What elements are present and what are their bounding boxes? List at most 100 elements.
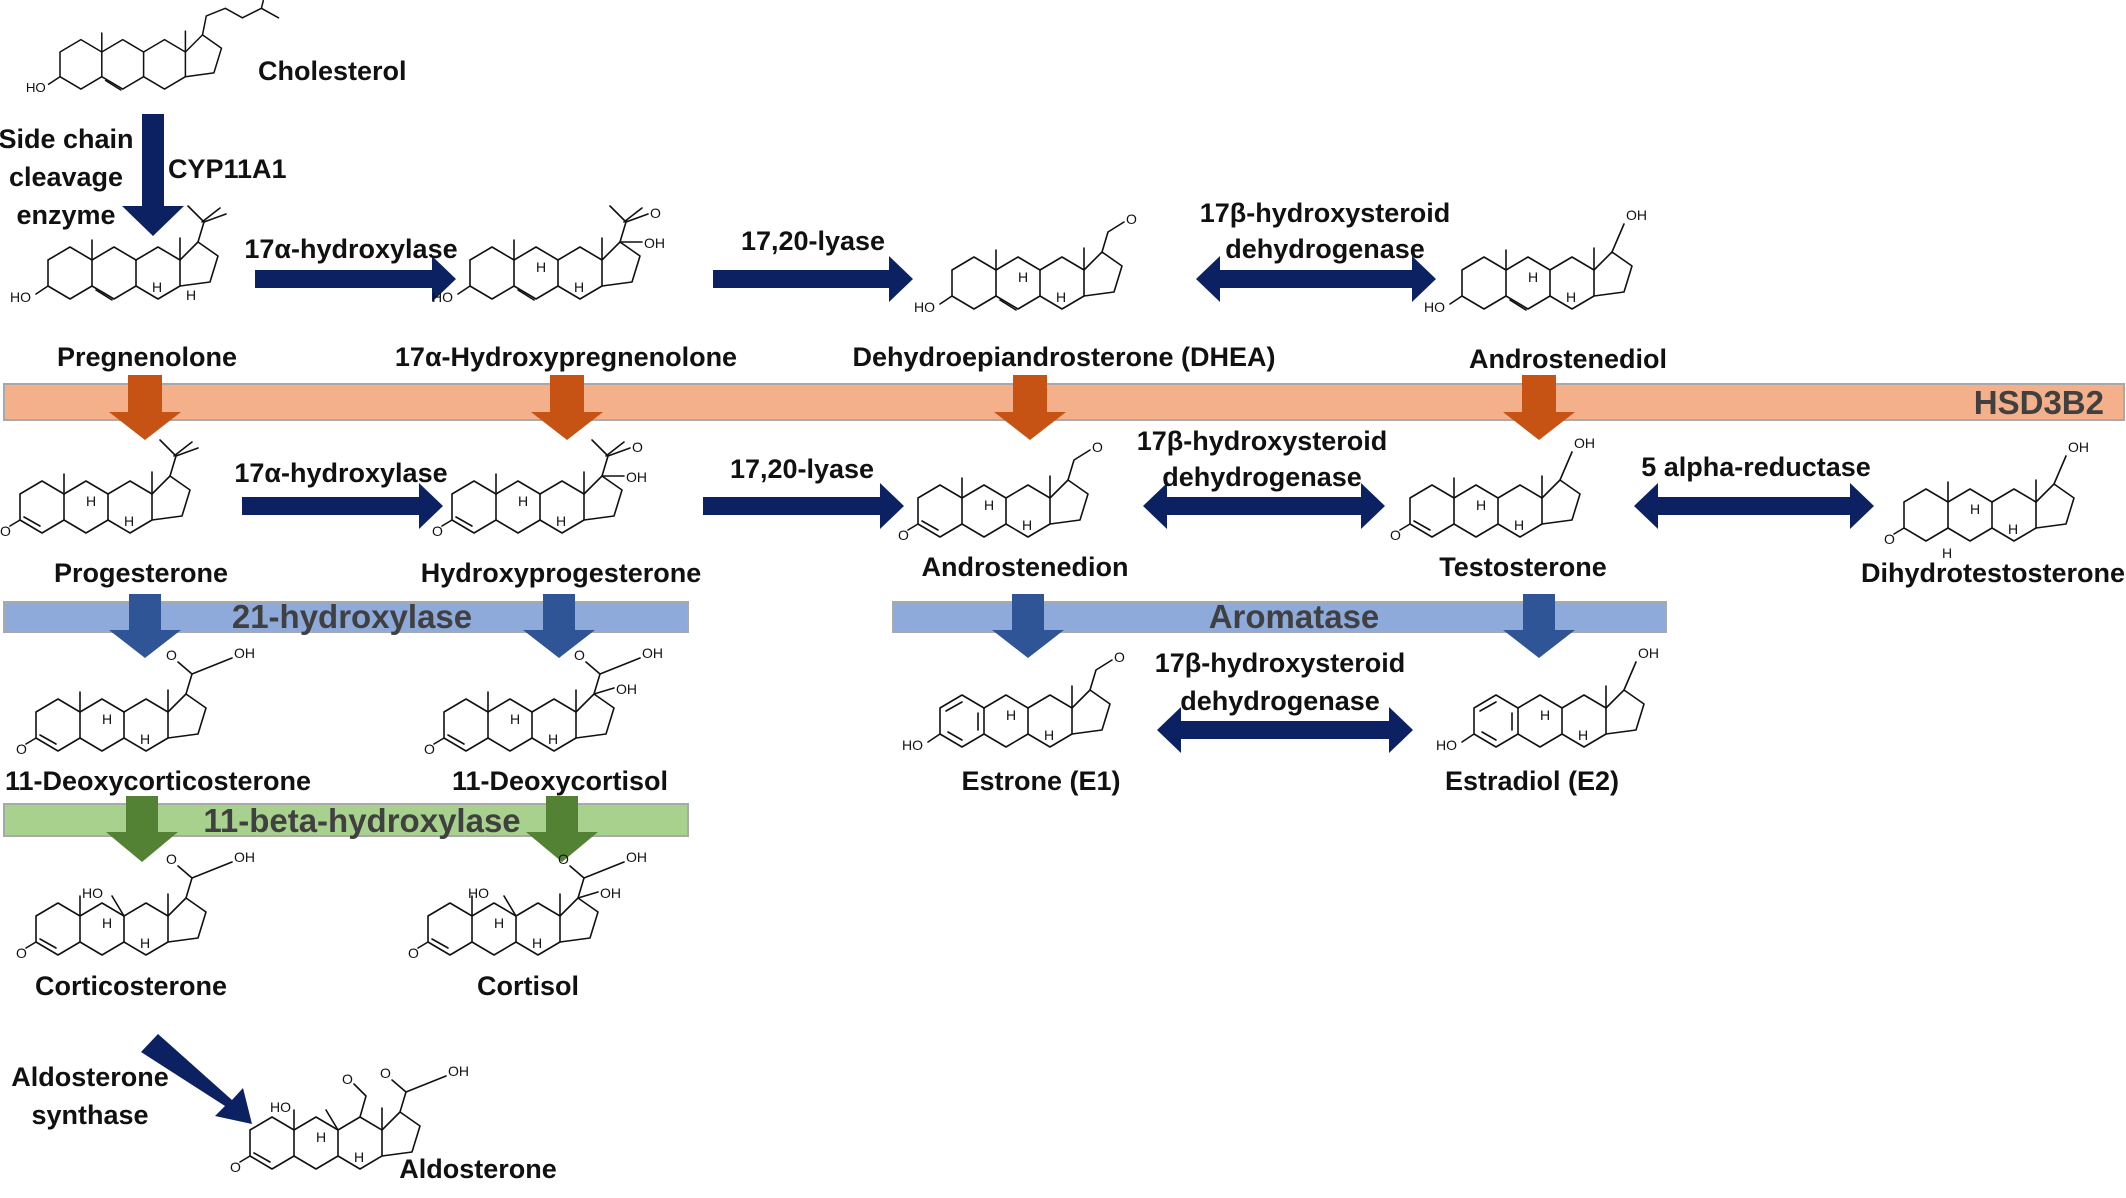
down-arrow-deoxycorticosterone: [106, 796, 178, 862]
down-arrow-deoxycortisol: [526, 796, 598, 862]
svg-text:H: H: [1528, 269, 1538, 285]
hydroxyprogesterone-label: Hydroxyprogesterone: [421, 558, 702, 588]
svg-text:H: H: [354, 1149, 364, 1165]
svg-text:H: H: [548, 731, 558, 747]
green-band-arrows: [106, 796, 598, 862]
svg-text:OH: OH: [234, 645, 255, 661]
reaction-arrows: [122, 114, 1874, 1124]
arrow-hsd17b-bottom: [1157, 707, 1413, 753]
down-arrow-androstenediol: [1503, 375, 1575, 440]
reductase-label: 5 alpha-reductase: [1641, 452, 1871, 482]
svg-text:HO: HO: [270, 1099, 291, 1115]
svg-text:H: H: [1970, 501, 1980, 517]
svg-text:O: O: [166, 851, 177, 867]
down-arrow-progesterone: [109, 594, 181, 658]
svg-text:O: O: [424, 741, 435, 757]
svg-text:H: H: [86, 493, 96, 509]
down-arrow-pregnenolone: [109, 375, 181, 440]
svg-text:O: O: [1092, 439, 1103, 455]
svg-text:HO: HO: [1424, 299, 1445, 315]
svg-text:H: H: [102, 915, 112, 931]
dihydrotestosterone-label: Dihydrotestosterone: [1861, 558, 2125, 588]
androstenediol-label: Androstenediol: [1469, 344, 1667, 374]
cholesterol-structure: HO: [26, 0, 280, 95]
arrow-hsd17b-top: [1196, 256, 1436, 302]
svg-text:H: H: [140, 731, 150, 747]
dihydrotestosterone-structure: OH O H H H: [1884, 439, 2089, 561]
corticosterone-structure: OH O HO O H H: [16, 849, 255, 961]
svg-text:HO: HO: [82, 885, 103, 901]
svg-text:H: H: [1006, 707, 1016, 723]
svg-text:H: H: [186, 287, 196, 303]
dhea-label: Dehydroepiandrosterone (DHEA): [852, 342, 1275, 372]
estrone-label: Estrone (E1): [961, 766, 1120, 796]
svg-text:O: O: [230, 1159, 241, 1175]
svg-text:H: H: [518, 493, 528, 509]
svg-text:H: H: [1044, 727, 1054, 743]
svg-text:H: H: [1018, 269, 1028, 285]
androstenedion-label: Androstenedion: [922, 552, 1129, 582]
svg-text:H: H: [984, 497, 994, 513]
svg-text:HO: HO: [26, 80, 46, 95]
svg-text:OH: OH: [234, 849, 255, 865]
svg-text:OH: OH: [600, 885, 621, 901]
svg-text:H: H: [316, 1129, 326, 1145]
side-chain-label-2: cleavage: [9, 162, 123, 192]
svg-text:H: H: [1942, 545, 1952, 561]
aldosterone-structure: OH O O HO O H H: [230, 1063, 469, 1175]
svg-text:H: H: [536, 259, 546, 275]
hsd3b2-label: HSD3B2: [1974, 384, 2104, 421]
side-chain-label-3: enzyme: [16, 200, 115, 230]
lyase-top-label: 17,20-lyase: [741, 226, 885, 256]
arrow-aldosterone-synthase: [141, 1034, 252, 1124]
aromatase-label: Aromatase: [1209, 598, 1380, 635]
dhea-structure: O HO H H: [914, 211, 1137, 315]
cortisol-structure: OH OH O HO O H H: [408, 849, 647, 961]
cyp11a1-label: CYP11A1: [168, 154, 287, 184]
svg-text:O: O: [16, 741, 27, 757]
svg-text:H: H: [140, 935, 150, 951]
svg-text:H: H: [556, 513, 566, 529]
svg-text:OH: OH: [626, 849, 647, 865]
svg-text:O: O: [558, 851, 569, 867]
hsd17b-top-label-1: 17β-hydroxysteroid: [1200, 198, 1451, 228]
testosterone-label: Testosterone: [1439, 552, 1607, 582]
svg-text:OH: OH: [1638, 645, 1659, 661]
hydroxylase-17a-top-label: 17α-hydroxylase: [244, 234, 457, 264]
svg-text:OH: OH: [642, 645, 663, 661]
svg-text:H: H: [1540, 707, 1550, 723]
aldo-synthase-label-2: synthase: [31, 1100, 148, 1130]
pregnenolone-label: Pregnenolone: [57, 342, 237, 372]
svg-text:H: H: [1476, 497, 1486, 513]
svg-text:H: H: [532, 935, 542, 951]
deoxycorticosterone-label: 11-Deoxycorticosterone: [5, 766, 311, 796]
arrow-17a-hydroxylase-mid: [242, 483, 443, 529]
arrow-cholesterol-down: [122, 114, 184, 236]
arrow-reductase: [1634, 483, 1874, 529]
svg-text:H: H: [102, 711, 112, 727]
svg-text:OH: OH: [1574, 435, 1595, 451]
deoxycorticosterone-structure: OH O O H H: [16, 645, 255, 757]
svg-text:H: H: [574, 279, 584, 295]
compound-labels: Cholesterol Pregnenolone 17α-Hydroxypreg…: [5, 56, 2125, 1184]
hydroxypregnenolone-structure: OH O HO H H: [432, 205, 665, 305]
svg-text:H: H: [124, 513, 134, 529]
cortisol-label: Cortisol: [477, 971, 579, 1001]
side-chain-label-1: Side chain: [0, 124, 134, 154]
svg-text:O: O: [574, 647, 585, 663]
hsd17b-top-label-2: dehydrogenase: [1225, 234, 1425, 264]
svg-text:H: H: [1514, 517, 1524, 533]
aldo-synthase-label-1: Aldosterone: [11, 1062, 169, 1092]
svg-text:HO: HO: [468, 885, 489, 901]
down-arrow-hydroxyprogesterone: [523, 594, 595, 658]
down-arrow-dhea: [994, 375, 1066, 440]
svg-text:H: H: [152, 279, 162, 295]
corticosterone-label: Corticosterone: [35, 971, 227, 1001]
testosterone-structure: OH O H H: [1390, 435, 1595, 543]
estradiol-label: Estradiol (E2): [1445, 766, 1619, 796]
estradiol-structure: OH HO H H: [1436, 645, 1659, 753]
down-arrow-androstenedion: [992, 594, 1064, 658]
svg-text:O: O: [380, 1065, 391, 1081]
hsd17b-bottom-label-2: dehydrogenase: [1180, 686, 1380, 716]
progesterone-label: Progesterone: [54, 558, 228, 588]
